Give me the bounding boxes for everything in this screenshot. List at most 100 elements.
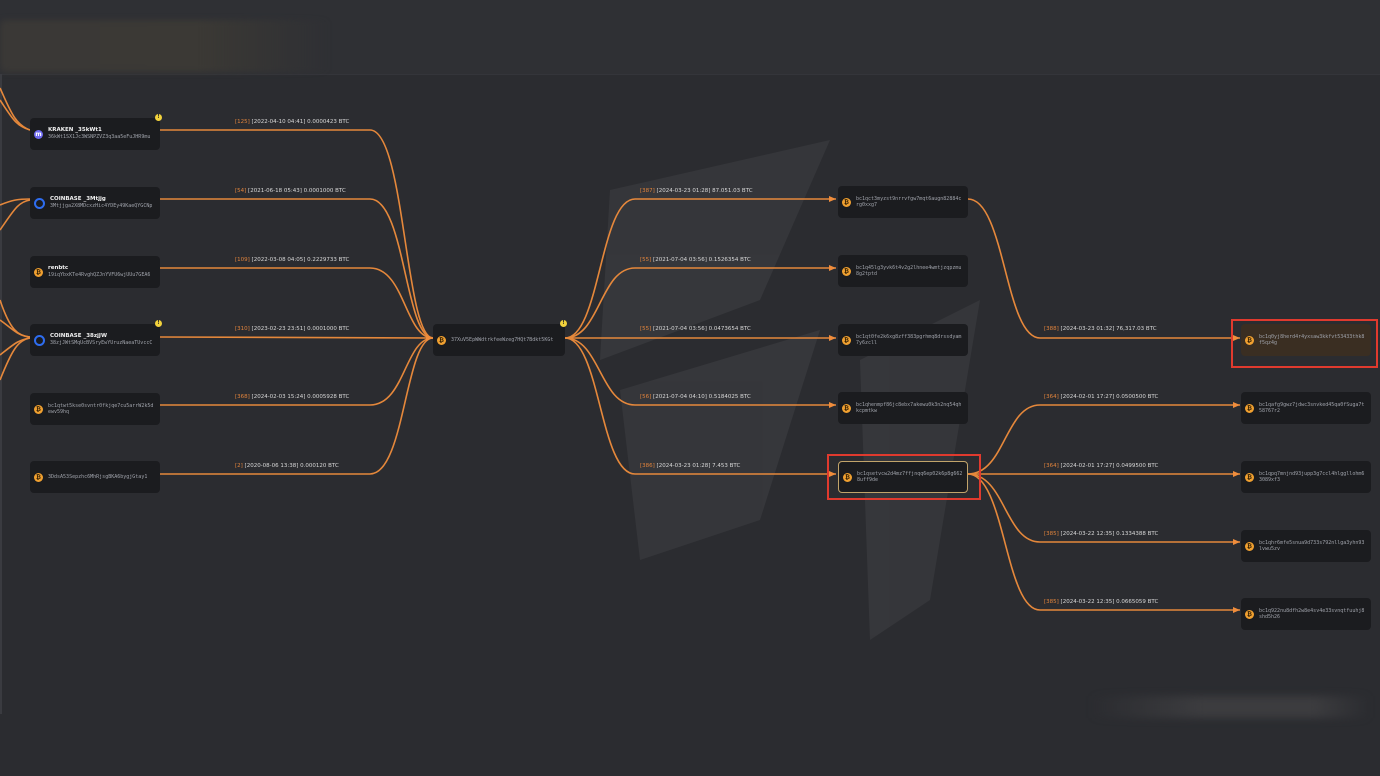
edge-e1 — [160, 129, 434, 339]
coinbase-icon — [34, 334, 45, 346]
edge-e11 — [564, 337, 836, 475]
highlight-box-right — [1231, 319, 1378, 368]
node-address: bc1q45lg3yvk6t4v2g2lhnee4wmtjzqpzmu8g2tp… — [856, 264, 962, 278]
node-label: COINBASE _3Mtjjg — [50, 196, 106, 203]
kraken-icon: m — [34, 129, 43, 139]
node-3ddsa[interactable]: ₿ 3DdsA53Sepzhc6MhRjsgBKA6bygjGtay1 — [30, 461, 160, 493]
edge-label-e2: [54] [2021-06-18 05:43] 0.0001000 BTC — [235, 188, 346, 194]
node-address: 3Mtjjga2X8MDcxzHic4YDEy49KaeQYGCNp — [50, 203, 153, 210]
bitcoin-icon: ₿ — [1245, 541, 1254, 551]
top-toolbar — [0, 0, 1380, 75]
edge-e7 — [564, 198, 836, 339]
bitcoin-icon: ₿ — [34, 472, 43, 482]
edge-label-e15: [385] [2024-03-22 12:35] 0.1334388 BTC — [1044, 531, 1159, 537]
node-address: 3DdsA53Sepzhc6MhRjsgBKA6bygjGtay1 — [48, 473, 148, 480]
node-address: 36kWt1SX1Jc3WSNPZVZ3q3aa5eFuJHR9mu — [48, 134, 151, 141]
edge-label-e3: [109] [2022-03-08 04:05] 0.2229733 BTC — [235, 257, 350, 263]
edge-e5 — [160, 337, 434, 406]
node-bc1qafg9[interactable]: ₿ bc1qafg9gwz7jdwc3snvked45qa0fSuga7t587… — [1241, 392, 1371, 424]
node-coinbase-3mtjjg[interactable]: COINBASE _3Mtjjg 3Mtjjga2X8MDcxzHic4YDEy… — [30, 187, 160, 219]
node-label: KRAKEN _35kWt1 — [48, 127, 102, 134]
node-bc1q45lg[interactable]: ₿ bc1q45lg3yvk6t4v2g2lhnee4wmtjzqpzmu8g2… — [838, 255, 968, 287]
node-bc1q0yj8[interactable]: ₿ bc1q0yj8herd4r4yxsaw3kkfvt53433thk8f5q… — [1241, 324, 1371, 356]
edge-layer — [0, 87, 1240, 611]
node-bc1qt0fe[interactable]: ₿ bc1qt0fe2k6xg8zff383pgrhmq8drssdyam7y6… — [838, 324, 968, 356]
bitcoin-icon: ₿ — [437, 335, 446, 345]
node-center-37xuv5[interactable]: ₿ 37XuV5EpWWdtrkfeeWzeg7HQt7Bdkt5KGt ! — [433, 320, 567, 356]
highlight-box-middle — [827, 454, 981, 500]
node-bc1qpq7m[interactable]: ₿ bc1qpq7mnjnd93jupp3g7ccl4hlggllohm6308… — [1241, 461, 1371, 493]
edge-label-e10: [56] [2021-07-04 04:10] 0.5184025 BTC — [640, 394, 751, 400]
edge-label-e5: [368] [2024-02-03 15:24] 0.0005928 BTC — [235, 394, 350, 400]
node-kraken[interactable]: m KRAKEN _35kWt1 36kWt1SX1Jc3WSNPZVZ3q3a… — [30, 114, 162, 150]
bitcoin-icon: ₿ — [34, 267, 43, 277]
node-address: 38zjJWtSMqUcBVSryEwYUruzNaeaTUvccC — [50, 340, 153, 347]
left-panel-edge — [0, 74, 2, 714]
node-address: bc1qct3myzst9nrrvfgw7mqt6augn82884crg0xx… — [856, 195, 962, 209]
bitcoin-icon: ₿ — [842, 197, 851, 207]
node-bc1qhenm[interactable]: ₿ bc1qhenmpf86jc8ebx7akewu0k3n2nq54qhkcp… — [838, 392, 968, 424]
bitcoin-icon: ₿ — [34, 404, 43, 414]
node-bc1q922n[interactable]: ₿ bc1q922nu8dfh2w8e4sv4e33svnqtfuuhj8shd… — [1241, 598, 1371, 630]
edge-label-e13: [364] [2024-02-01 17:27] 0.0500500 BTC — [1044, 394, 1159, 400]
bitcoin-icon: ₿ — [842, 403, 851, 413]
edge-e2 — [160, 198, 434, 339]
bitcoin-icon: ₿ — [1245, 335, 1254, 345]
node-bc1qhr6m[interactable]: ₿ bc1qhr6mfe5snua9d733s792nllga3yhn93lvw… — [1241, 530, 1371, 562]
edge-label-e11: [386] [2024-03-23 01:28] 7.453 BTC — [640, 463, 741, 469]
node-label: renbtc — [48, 265, 69, 272]
edge-e6 — [160, 337, 434, 475]
edge-e3 — [160, 267, 434, 339]
node-address: 19iqYbxKTe4RvghQZJnYVFU6wjUUu7GEA6 — [48, 272, 151, 279]
bitcoin-icon: ₿ — [1245, 403, 1254, 413]
warning-icon[interactable]: ! — [560, 320, 567, 327]
node-renbtc[interactable]: ₿ renbtc 19iqYbxKTe4RvghQZJnYVFU6wjUUu7G… — [30, 256, 160, 288]
edge-arrowheads — [426, 196, 1240, 613]
edge-offscreen-5 — [0, 319, 31, 338]
node-bc1qct3m[interactable]: ₿ bc1qct3myzst9nrrvfgw7mqt6augn82884crg0… — [838, 186, 968, 218]
edge-label-e6: [2] [2020-08-06 13:38] 0.000120 BTC — [235, 463, 339, 469]
edge-offscreen-8 — [0, 337, 31, 381]
edge-e12 — [967, 198, 1240, 339]
edge-label-e8: [55] [2021-07-04 03:56] 0.1526354 BTC — [640, 257, 751, 263]
node-address: bc1qsetvcw2d4mz7ffjnqq6ep02k6p8g6628uff9… — [857, 470, 963, 484]
node-bc1qtwt5[interactable]: ₿ bc1qtwt5kse0svntr0fkjqe7cu5arrW2k5dewv… — [30, 393, 160, 425]
edge-offscreen-1 — [0, 87, 31, 131]
edge-offscreen-6 — [0, 337, 31, 356]
node-address: bc1qhenmpf86jc8ebx7akewu0k3n2nq54qhkcpmt… — [856, 401, 962, 415]
edge-label-e9: [55] [2021-07-04 03:56] 0.0473654 BTC — [640, 326, 751, 332]
bitcoin-icon: ₿ — [843, 472, 852, 482]
bitcoin-icon: ₿ — [1245, 609, 1254, 619]
blurred-header-region — [0, 20, 330, 72]
node-address: 37XuV5EpWWdtrkfeeWzeg7HQt7Bdkt5KGt — [451, 336, 554, 343]
node-address: bc1q0yj8herd4r4yxsaw3kkfvt53433thk8f5qz4… — [1259, 333, 1365, 347]
edge-label-e4: [310] [2023-02-23 23:51] 0.0001000 BTC — [235, 326, 350, 332]
edge-e4 — [159, 336, 434, 339]
warning-icon[interactable]: ! — [155, 114, 162, 121]
node-address: bc1qafg9gwz7jdwc3snvked45qa0fSuga7t58767… — [1259, 401, 1365, 415]
edge-offscreen-4 — [0, 199, 31, 231]
edge-e10 — [564, 337, 836, 406]
warning-icon[interactable]: ! — [155, 320, 162, 327]
node-address: bc1qhr6mfe5snua9d733s792nllga3yhn93lvwu5… — [1259, 539, 1365, 553]
edge-label-e14: [364] [2024-02-01 17:27] 0.0499500 BTC — [1044, 463, 1159, 469]
bitcoin-icon: ₿ — [1245, 472, 1254, 482]
edge-e8 — [564, 267, 836, 339]
node-bc1qsetv[interactable]: ₿ bc1qsetvcw2d4mz7ffjnqq6ep02k6p8g6628uf… — [838, 461, 968, 493]
edge-label-e7: [387] [2024-03-23 01:28] 87.051.03 BTC — [640, 188, 753, 194]
node-address: bc1q922nu8dfh2w8e4sv4e33svnqtfuuhj8shd5h… — [1259, 607, 1365, 621]
node-address: bc1qpq7mnjnd93jupp3g7ccl4hlggllohm63089x… — [1259, 470, 1365, 484]
bitcoin-icon: ₿ — [842, 335, 851, 345]
node-address: bc1qtwt5kse0svntr0fkjqe7cu5arrW2k5dewv59… — [48, 402, 154, 416]
edge-offscreen-2 — [0, 99, 31, 131]
bitcoin-icon: ₿ — [842, 266, 851, 276]
node-label: COINBASE _38zjJW — [50, 333, 108, 340]
node-address: bc1qt0fe2k6xg8zff383pgrhmq8drssdyam7y6zc… — [856, 333, 962, 347]
edge-offscreen-3 — [0, 198, 31, 206]
edge-label-e1: [125] [2022-04-10 04:41] 0.0000423 BTC — [235, 119, 350, 125]
edge-label-e12: [388] [2024-03-23 01:32] 76,317.03 BTC — [1044, 326, 1157, 332]
coinbase-icon — [34, 197, 45, 209]
node-coinbase-38zjjw[interactable]: COINBASE _38zjJW 38zjJWtSMqUcBVSryEwYUru… — [30, 320, 162, 356]
edge-label-e16: [385] [2024-03-22 12:35] 0.0665059 BTC — [1044, 599, 1159, 605]
